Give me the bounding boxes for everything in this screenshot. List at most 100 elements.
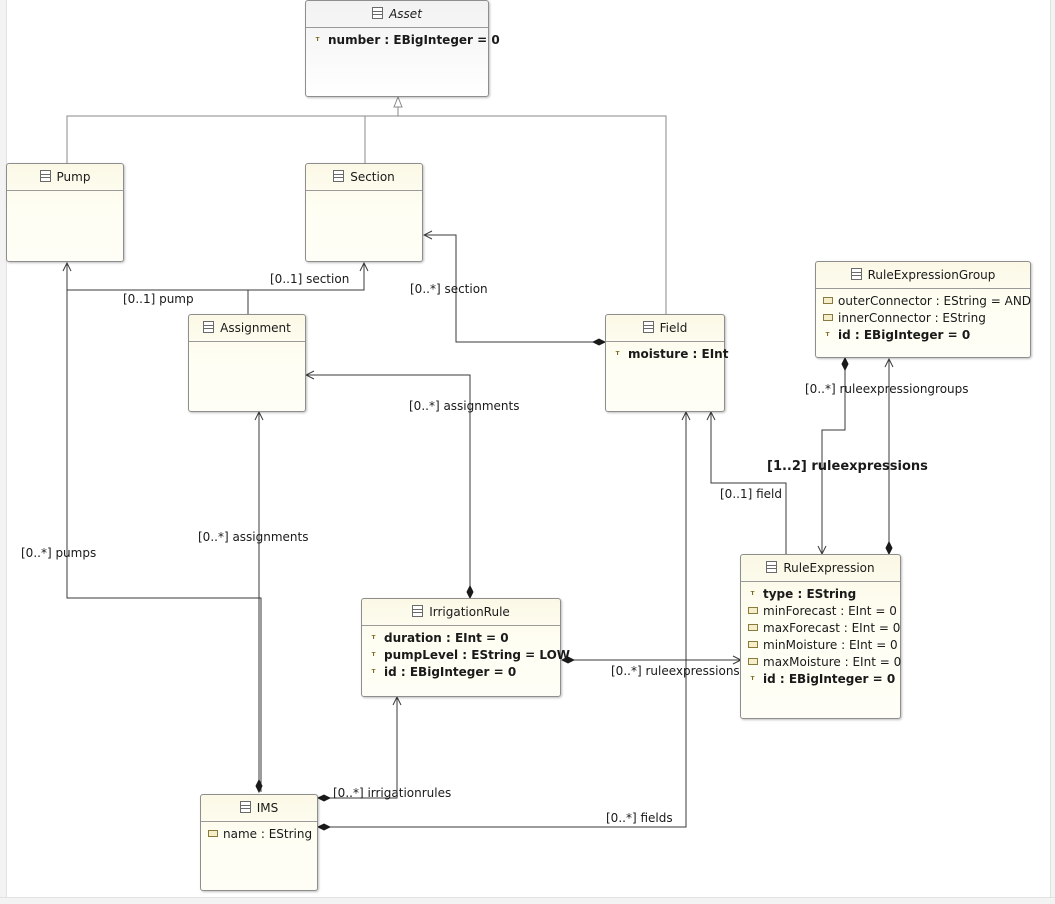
canvas-left-border xyxy=(0,0,7,903)
id-attribute-icon xyxy=(823,329,832,346)
label-assignments-ims[interactable]: [0..*] assignments xyxy=(198,530,309,544)
attribute-row[interactable]: name : EString xyxy=(208,826,313,845)
id-attribute-icon xyxy=(313,34,322,51)
class-rule-expression-group[interactable]: RuleExpressionGroup outerConnector : ESt… xyxy=(815,261,1031,358)
ref-group-ruleexpressions xyxy=(822,358,845,554)
attribute-row[interactable]: type : EString xyxy=(748,586,894,603)
class-header: RuleExpression xyxy=(741,555,900,582)
attribute-text: id : EBigInteger = 0 xyxy=(838,328,971,342)
ref-ims-irrigationrules xyxy=(318,697,397,798)
attribute-text: minForecast : EInt = 0 xyxy=(763,604,897,618)
attribute-list: outerConnector : EString = AND innerConne… xyxy=(816,289,1031,344)
class-section[interactable]: Section xyxy=(305,163,423,262)
label-ruleexpressions-bold[interactable]: [1..2] ruleexpressions xyxy=(767,459,928,474)
class-name: IMS xyxy=(256,801,279,815)
attribute-text: innerConnector : EString xyxy=(838,311,986,325)
class-icon xyxy=(239,801,251,813)
class-field[interactable]: Field moisture : EInt xyxy=(605,314,728,412)
class-name: RuleExpression xyxy=(783,561,875,575)
attribute-text: outerConnector : EString = AND xyxy=(838,294,1032,308)
attribute-list: duration : EInt = 0pumpLevel : EString =… xyxy=(362,626,570,681)
class-header: Assignment xyxy=(189,315,305,342)
ref-assignment-pump xyxy=(67,263,248,291)
inheritance-lines xyxy=(66,97,667,314)
class-icon xyxy=(642,321,654,333)
class-asset[interactable]: Asset number : EBigInteger = 0 xyxy=(305,0,500,97)
attribute-row[interactable]: minMoisture : EInt = 0 xyxy=(748,637,898,654)
abstract-class-icon xyxy=(372,7,384,19)
ref-assignment-section xyxy=(247,263,364,314)
class-name: Field xyxy=(659,321,688,335)
attribute-list: moisture : EInt xyxy=(606,342,728,365)
label-fields[interactable]: [0..*] fields xyxy=(606,811,673,825)
id-attribute-icon xyxy=(748,673,757,690)
label-ruleexpressiongroups[interactable]: [0..*] ruleexpressiongroups xyxy=(805,382,969,396)
class-header: Section xyxy=(306,164,422,191)
label-pump-ref[interactable]: [0..1] pump xyxy=(123,292,194,306)
attribute-row[interactable]: innerConnector : EString xyxy=(823,310,1024,327)
class-name: Section xyxy=(350,170,395,184)
attribute-row[interactable]: id : EBigInteger = 0 xyxy=(748,671,896,690)
class-header: Field xyxy=(606,315,724,342)
attribute-row[interactable]: number : EBigInteger = 0 xyxy=(313,32,500,51)
canvas-horizontal-scrollbar[interactable] xyxy=(0,897,1055,904)
attribute-icon xyxy=(208,828,217,845)
class-icon xyxy=(850,268,862,280)
ref-ruleexpr-field xyxy=(711,412,787,554)
label-field-section-ref[interactable]: [0..*] section xyxy=(410,282,488,296)
label-pumps[interactable]: [0..*] pumps xyxy=(21,546,97,560)
attribute-text: maxForecast : EInt = 0 xyxy=(763,621,901,635)
label-section-ref[interactable]: [0..1] section xyxy=(270,272,350,286)
attribute-text: type : EString xyxy=(763,587,857,601)
ref-ims-fields xyxy=(318,412,686,827)
id-attribute-icon xyxy=(613,348,622,365)
label-irrigationrules[interactable]: [0..*] irrigationrules xyxy=(333,786,452,800)
attribute-list xyxy=(7,191,123,195)
attribute-row[interactable]: duration : EInt = 0 xyxy=(369,630,554,647)
attribute-row[interactable]: maxForecast : EInt = 0 xyxy=(748,620,900,637)
inherit-pump xyxy=(66,115,398,163)
class-irrigation-rule[interactable]: IrrigationRule duration : EInt = 0pumpLe… xyxy=(361,598,570,697)
class-header: Pump xyxy=(7,164,123,191)
class-rule-expression[interactable]: RuleExpression type : EString minForecast… xyxy=(740,554,901,719)
label-ruleexpressions[interactable]: [0..*] ruleexpressions xyxy=(611,664,740,678)
attribute-row[interactable]: maxMoisture : EInt = 0 xyxy=(748,654,901,671)
label-field-ref[interactable]: [0..1] field xyxy=(720,487,782,501)
attribute-row[interactable]: id : EBigInteger = 0 xyxy=(823,327,1024,344)
class-name: Pump xyxy=(56,170,91,184)
attribute-row[interactable]: pumpLevel : EString = LOW xyxy=(369,647,570,664)
class-name: IrrigationRule xyxy=(429,605,510,619)
attribute-text: pumpLevel : EString = LOW xyxy=(384,648,571,662)
class-pump[interactable]: Pump xyxy=(6,163,124,262)
class-name: Assignment xyxy=(220,321,291,335)
class-icon xyxy=(766,561,778,573)
attribute-text: id : EBigInteger = 0 xyxy=(384,665,517,679)
attribute-list: number : EBigInteger = 0 xyxy=(306,28,500,51)
attribute-text: moisture : EInt xyxy=(628,347,729,361)
attribute-list: type : EString minForecast : EInt = 0 maxF… xyxy=(741,582,901,690)
attribute-text: name : EString xyxy=(223,827,313,841)
label-assignments-rule[interactable]: [0..*] assignments xyxy=(409,399,520,413)
attribute-row[interactable]: moisture : EInt xyxy=(613,346,728,365)
attribute-row[interactable]: minForecast : EInt = 0 xyxy=(748,603,897,620)
class-header: IMS xyxy=(201,795,317,822)
attribute-text: maxMoisture : EInt = 0 xyxy=(763,655,902,669)
class-header: RuleExpressionGroup xyxy=(816,262,1030,289)
reference-lines xyxy=(67,235,889,827)
attribute-list xyxy=(306,191,422,195)
attribute-text: id : EBigInteger = 0 xyxy=(763,672,896,686)
class-assignment[interactable]: Assignment xyxy=(188,314,306,412)
class-icon xyxy=(39,170,51,182)
class-icon xyxy=(203,321,215,333)
canvas-right-border xyxy=(1050,0,1055,903)
class-header: Asset xyxy=(306,1,488,28)
class-ims[interactable]: IMS name : EString xyxy=(200,794,318,891)
inherit-field xyxy=(398,115,667,314)
class-icon xyxy=(412,605,424,617)
attribute-row[interactable]: id : EBigInteger = 0 xyxy=(369,664,554,681)
attribute-list: name : EString xyxy=(201,822,317,843)
attribute-list xyxy=(189,342,305,346)
attribute-row[interactable]: outerConnector : EString = AND xyxy=(823,293,1031,310)
class-icon xyxy=(333,170,345,182)
